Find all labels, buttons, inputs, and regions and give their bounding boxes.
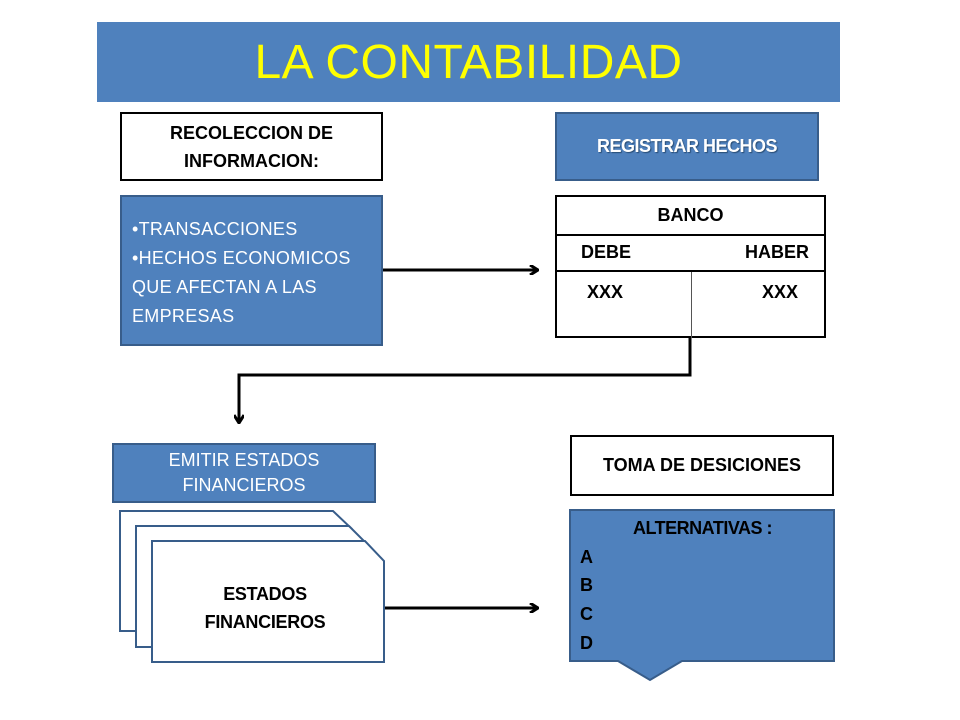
title-banner: LA CONTABILIDAD [97, 22, 840, 102]
transacciones-item: •TRANSACCIONES [132, 219, 298, 239]
estados-line2: FINANCIEROS [204, 612, 326, 632]
toma-decisiones-label: TOMA DE DESICIONES [602, 455, 802, 475]
estados-financieros-label: ESTADOS FINANCIEROS [155, 580, 375, 636]
alternativa-item: D [580, 633, 593, 653]
emitir-line1: EMITIR ESTADOS [168, 450, 320, 470]
stacked-documents-icon [119, 510, 385, 663]
t-account-divider [691, 272, 692, 338]
emitir-line2: FINANCIEROS [182, 475, 306, 495]
transacciones-box: •TRANSACCIONES •HECHOS ECONOMICOS QUE AF… [120, 195, 383, 346]
recoleccion-box: RECOLECCION DE INFORMACION: [120, 112, 383, 181]
transacciones-item: •HECHOS ECONOMICOS [132, 248, 351, 268]
page-title: LA CONTABILIDAD [254, 35, 683, 89]
registrar-hechos-box: REGISTRAR HECHOS [555, 112, 819, 181]
arrow-to-emitir [239, 338, 692, 422]
transacciones-item: EMPRESAS [132, 306, 235, 326]
haber-value: XXX [761, 282, 798, 302]
transacciones-item: QUE AFECTAN A LAS [132, 277, 317, 297]
alternativas-title: ALTERNATIVAS : [633, 518, 773, 538]
alternativa-item: B [580, 575, 593, 595]
alternativa-item: A [580, 547, 593, 567]
debe-label: DEBE [581, 242, 632, 262]
alternativas-box: ALTERNATIVAS : A B C D [570, 510, 835, 682]
emitir-estados-box: EMITIR ESTADOS FINANCIEROS [112, 443, 376, 503]
registrar-hechos-label: REGISTRAR HECHOS [596, 136, 778, 156]
estados-line1: ESTADOS [223, 584, 307, 604]
recoleccion-line1: RECOLECCION DE [169, 122, 333, 143]
debe-value: XXX [587, 282, 624, 302]
toma-decisiones-box: TOMA DE DESICIONES [570, 435, 834, 496]
recoleccion-line2: INFORMACION: [184, 150, 319, 171]
alternativa-item: C [580, 604, 593, 624]
banco-header-row: DEBE HABER [557, 234, 824, 272]
banco-title: BANCO [557, 197, 824, 236]
haber-label: HABER [744, 242, 809, 262]
banco-t-account: BANCO DEBE HABER XXX XXX [555, 195, 826, 338]
alternativas-callout [569, 509, 835, 682]
